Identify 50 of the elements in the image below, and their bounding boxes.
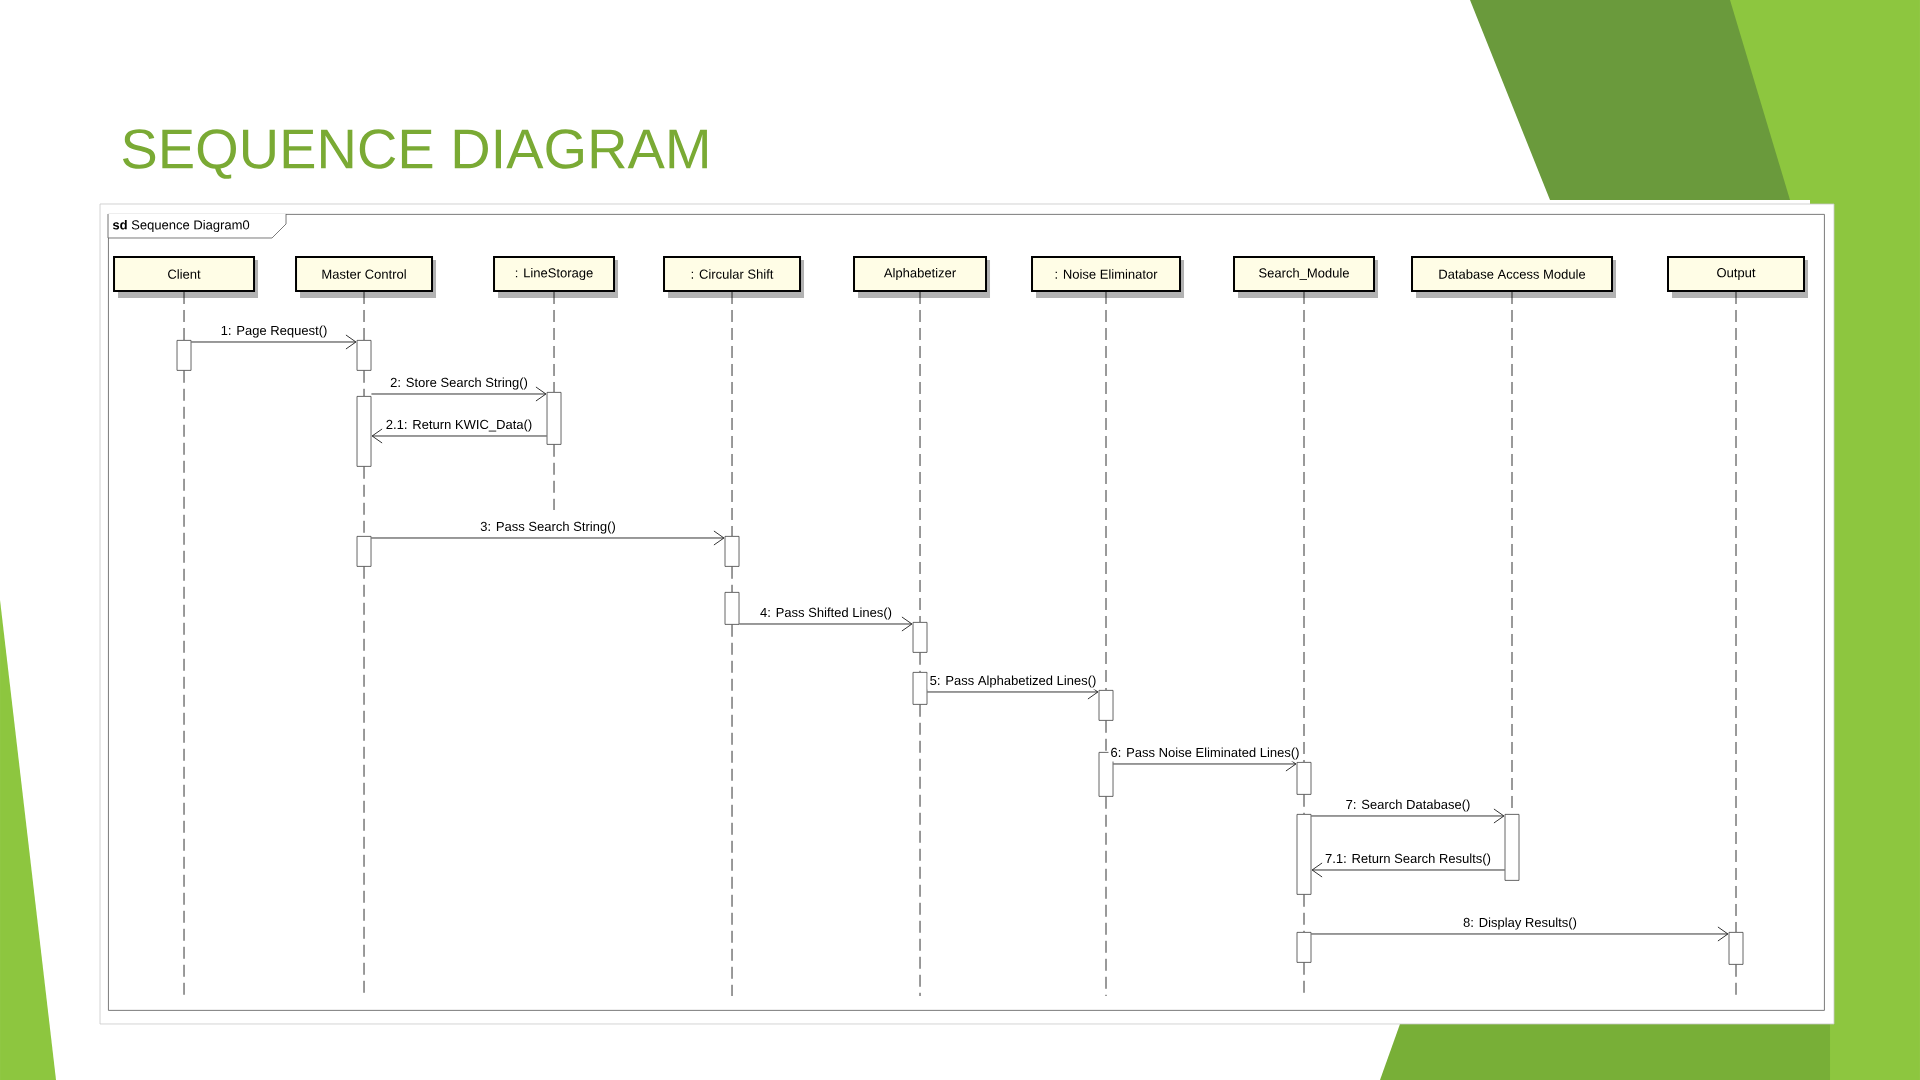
- lifeline: [363, 370, 365, 397]
- message-arrow: [1311, 926, 1729, 942]
- lifeline: [363, 291, 365, 341]
- activation-bar: [546, 392, 562, 445]
- activation-bar: [912, 672, 928, 705]
- message-arrow: [371, 530, 725, 546]
- activation-bar: [1296, 932, 1312, 963]
- activation-bar: [1296, 814, 1312, 895]
- lifeline: [553, 444, 555, 511]
- message-arrow: [191, 334, 357, 350]
- activation-bar: [724, 536, 740, 567]
- slide-title: SEQUENCE DIAGRAM: [122, 129, 707, 179]
- message-arrow: [1311, 808, 1505, 824]
- lifeline: [183, 370, 185, 997]
- lifeline: [1105, 291, 1107, 691]
- lifeline: [919, 652, 921, 673]
- lifeline: [183, 291, 185, 341]
- lifeline: [1303, 894, 1305, 933]
- lifeline: [363, 566, 365, 997]
- activation-bar: [1728, 932, 1744, 965]
- lifeline: [731, 624, 733, 997]
- lifeline: [553, 291, 555, 393]
- activation-bar: [356, 340, 372, 371]
- message-arrow: [371, 386, 547, 402]
- lifeline: [1303, 794, 1305, 815]
- activation-bar: [356, 536, 372, 567]
- message-arrow: [927, 684, 1099, 700]
- lifeline: [1735, 964, 1737, 997]
- lifeline: [1105, 796, 1107, 997]
- message-arrow: [1311, 862, 1505, 878]
- activation-bar: [356, 396, 372, 467]
- activation-bar: [176, 340, 192, 371]
- message-arrow: [739, 616, 913, 632]
- activation-bar: [724, 592, 740, 625]
- lifeline: [1735, 291, 1737, 933]
- lifeline: [1105, 720, 1107, 753]
- lifeline: [919, 704, 921, 997]
- lifeline: [1303, 291, 1305, 763]
- message-arrow: [371, 428, 547, 444]
- lifeline: [363, 466, 365, 537]
- message-arrow: [1113, 756, 1297, 772]
- lifeline: [919, 291, 921, 623]
- lifeline: [731, 566, 733, 593]
- lifeline: [1303, 962, 1305, 997]
- activation-bar: [1098, 690, 1114, 721]
- activation-bar: [912, 622, 928, 653]
- activation-bar: [1098, 752, 1114, 797]
- activation-bar: [1504, 814, 1520, 881]
- lifeline: [731, 291, 733, 537]
- activation-bar: [1296, 762, 1312, 795]
